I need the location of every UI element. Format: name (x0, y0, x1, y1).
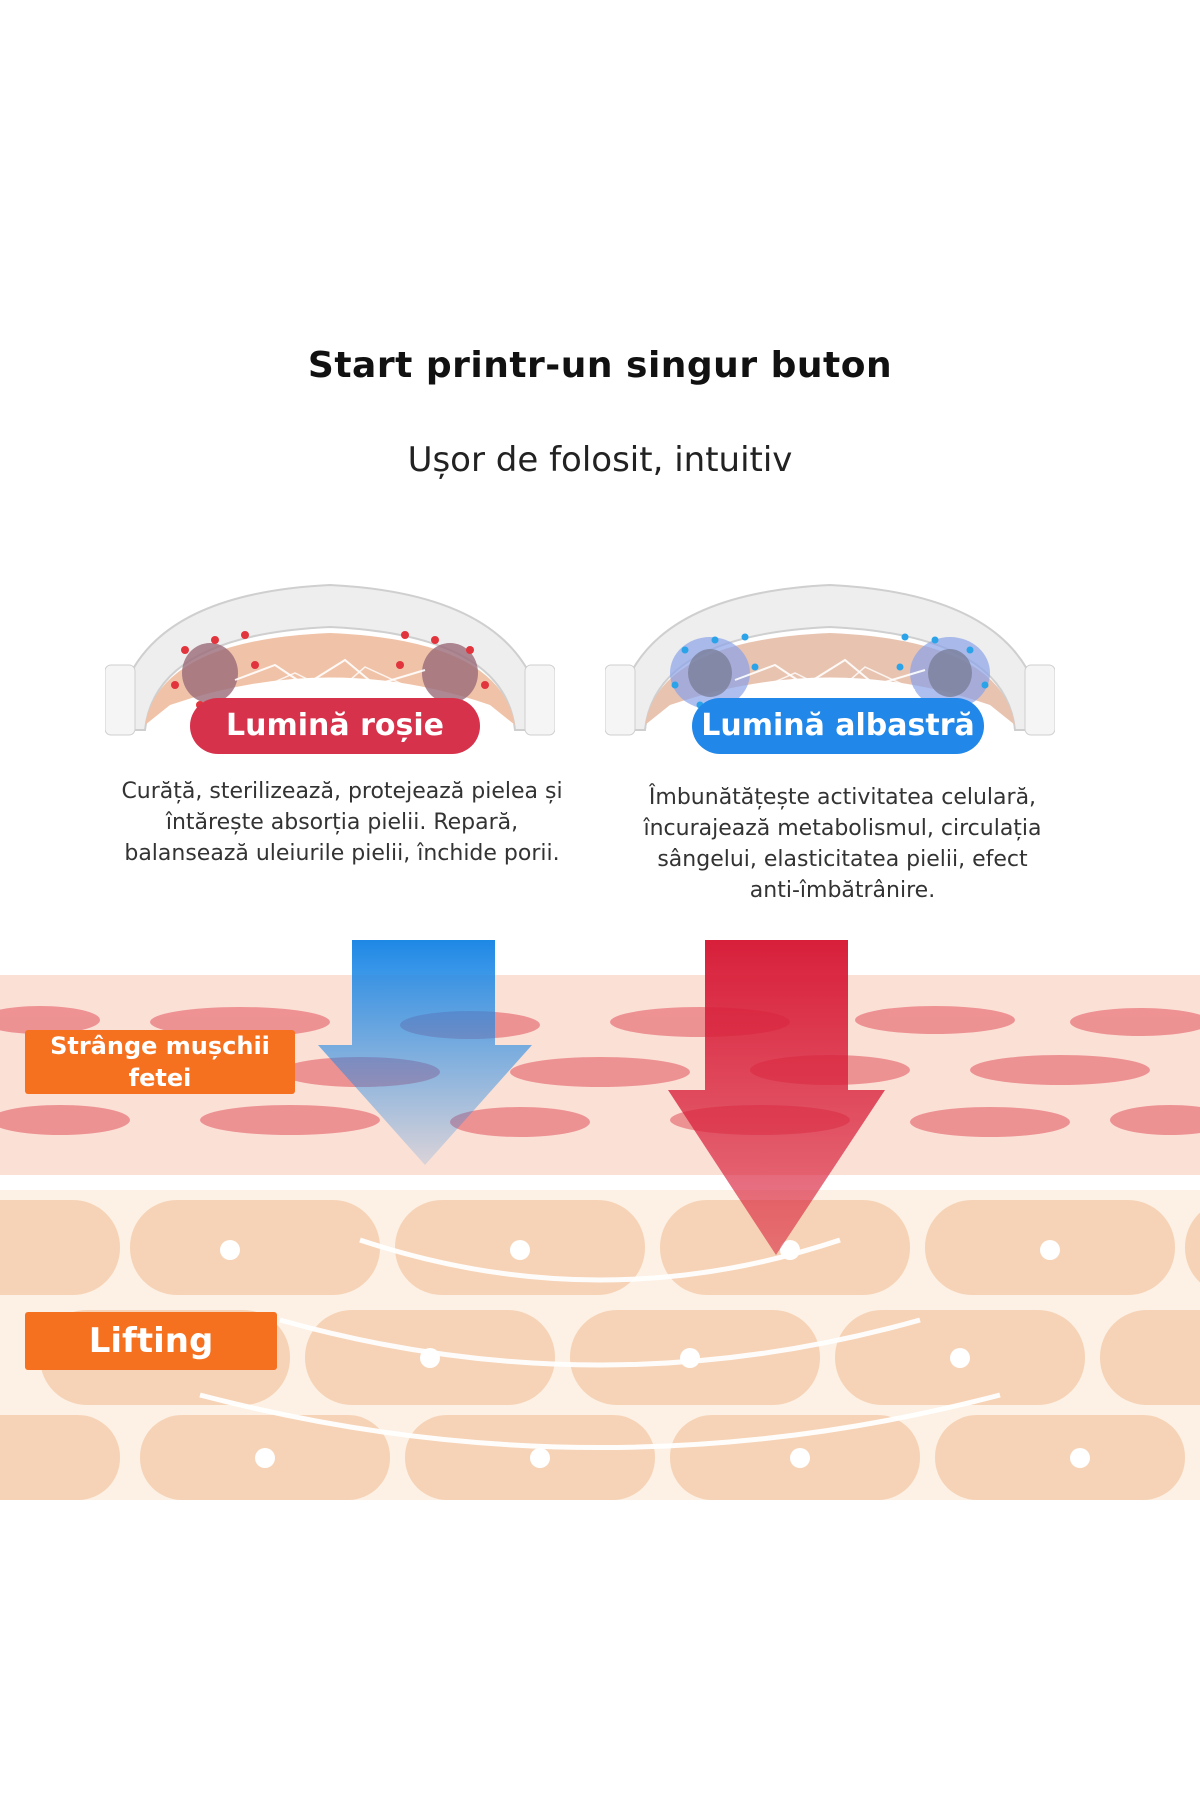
blue-light-description: Îmbunătățește activitatea celulară, încu… (643, 785, 1042, 903)
page-subtitle: Ușor de folosit, intuitiv (407, 440, 793, 480)
blue-light-device-image (605, 555, 1055, 765)
page-title: Start printr-un singur buton (307, 345, 893, 386)
lifting-tag: Lifting (25, 1312, 277, 1370)
blue-light-label: Lumină albastră (692, 698, 984, 754)
muscle-tightening-tag: Strânge mușchii fetei (25, 1030, 295, 1094)
red-light-label: Lumină roșie (190, 698, 480, 754)
red-light-description: Curăță, sterilizează, protejează pielea … (121, 779, 563, 866)
skin-layers-illustration (0, 940, 1200, 1500)
